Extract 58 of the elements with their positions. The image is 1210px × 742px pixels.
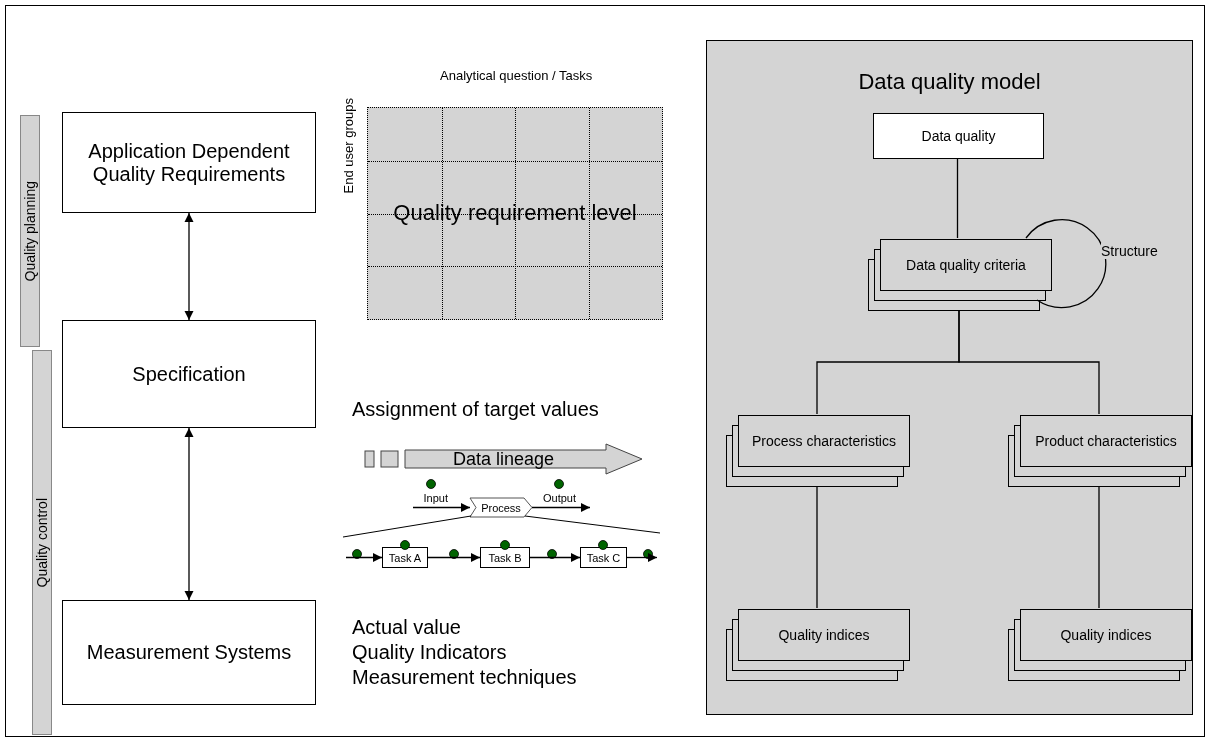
group-panel [706, 40, 1193, 715]
node-label: Quality planning [22, 180, 38, 282]
text-label: Actual value [352, 616, 461, 639]
process-box [62, 600, 316, 705]
stacked-box [726, 415, 910, 487]
node-label: Quality control [34, 497, 50, 588]
connector-line [1098, 485, 1100, 609]
node-label: Data quality criteria [906, 257, 1026, 273]
connector-line [184, 212, 194, 321]
side-band [32, 350, 52, 735]
node-label: Data lineage [452, 448, 555, 470]
node-label: Application Dependent Quality Requirements [87, 139, 291, 186]
text-label: Analytical question / Tasks [440, 68, 593, 83]
edge-label: Structure [1101, 243, 1158, 259]
node-label: Task A [388, 551, 422, 564]
node-label: Process [481, 501, 521, 514]
text-label: Quality Indicators [352, 641, 507, 664]
connector-line [626, 552, 658, 563]
side-band [20, 115, 40, 347]
node-label: Specification [132, 362, 246, 386]
process-box [62, 320, 316, 428]
node-label: Task B [488, 551, 522, 564]
connector-line [531, 502, 591, 513]
process-box [873, 113, 1044, 159]
node-label: Measurement Systems [86, 641, 292, 664]
node-label: Process characteristics [752, 433, 896, 449]
node-label: Data quality [921, 128, 996, 144]
node-label: Product characteristics [1035, 433, 1177, 449]
text-label: Measurement techniques [352, 666, 577, 689]
connector-line [427, 552, 481, 563]
process-box [62, 112, 316, 213]
node-label: Task C [586, 551, 621, 564]
connector-line [529, 552, 581, 563]
task-box [480, 547, 530, 568]
edge-label: Output [543, 491, 577, 504]
text-label: End user groups [341, 98, 356, 194]
task-box [580, 547, 627, 568]
connector-line [816, 485, 818, 609]
edge-label: Input [423, 491, 448, 504]
connector-line [345, 552, 383, 563]
chevron-shape [470, 498, 532, 517]
stacked-box [868, 239, 1052, 311]
node-label: Quality indices [1060, 627, 1152, 643]
node-label: Quality indices [778, 627, 870, 643]
stacked-box [1008, 609, 1192, 681]
connector-line [958, 309, 1100, 415]
connector-line [184, 427, 194, 601]
connector-line [956, 157, 959, 239]
node-label: Quality requirement level [393, 200, 637, 227]
connector-line [1025, 219, 1107, 309]
node-label: Data quality model [857, 69, 1042, 95]
stacked-box [1008, 415, 1192, 487]
arrow-shape [405, 444, 642, 474]
grid-table [367, 107, 663, 320]
task-box [382, 547, 428, 568]
stacked-box [726, 609, 910, 681]
text-label: Assignment of target values [352, 398, 599, 421]
connector-line [412, 502, 471, 513]
